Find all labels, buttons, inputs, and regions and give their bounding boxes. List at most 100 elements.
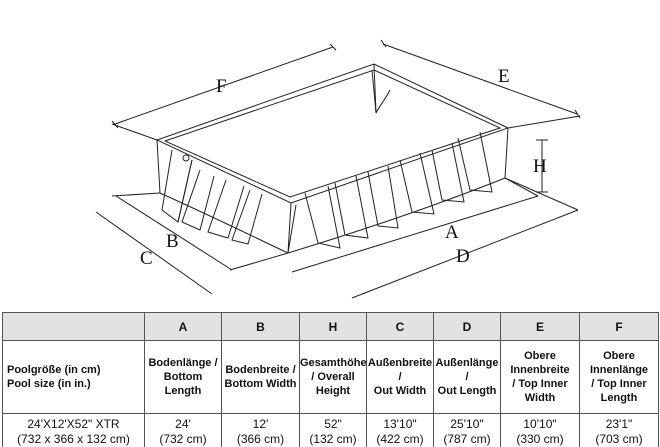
desc-a-line: Bottom Length — [163, 371, 203, 397]
value-a-line: 24' — [175, 416, 191, 431]
pool-leg — [177, 159, 193, 223]
value-c-line: 13'10" — [383, 416, 417, 431]
data-cell-b: 12' (366 cm) — [221, 413, 300, 447]
value-b-line: 12' — [252, 416, 269, 431]
desc-c-line: Außenbreite / — [367, 357, 433, 383]
pool-rim-outer — [155, 63, 510, 204]
desc-c-line: Out Width — [373, 385, 427, 397]
dim-tick-f — [111, 120, 119, 129]
data-cell-a: 24' (732 cm) — [144, 413, 222, 447]
header-cell-d: D — [433, 312, 501, 341]
pool-leg — [231, 189, 263, 245]
pool-wall-back — [375, 89, 391, 114]
value-f-line: 23'1" — [605, 416, 633, 431]
desc-size-line: Pool size (in in.) — [7, 378, 91, 390]
desc-h-line: Gesamthöhe — [300, 357, 367, 369]
pool-rim-inner — [163, 69, 502, 198]
value-f-line: (703 cm) — [595, 431, 643, 446]
desc-size-line: Poolgröße (in cm) — [7, 364, 101, 376]
dim-label-b: B — [166, 231, 179, 252]
desc-cell-b: Bodenbreite / Bottom Width — [221, 340, 300, 414]
desc-cell-d: Außenlänge / Out Length — [433, 340, 501, 414]
size-line: (732 x 366 x 132 cm) — [17, 431, 130, 446]
desc-d-line: Out Length — [437, 385, 497, 397]
pool-post — [504, 127, 509, 179]
size-line: 24'X12'X52" XTR — [27, 416, 120, 431]
pool-wall-seam — [287, 204, 297, 254]
desc-e-line: Obere — [524, 350, 556, 362]
desc-e-line: Innenbreite — [510, 364, 570, 376]
desc-cell-size: Poolgröße (in cm) Pool size (in in.) — [2, 340, 145, 414]
table-row: 24'X12'X52" XTR (732 x 366 x 132 cm) 24'… — [2, 413, 659, 447]
dim-tick-f — [329, 43, 337, 51]
desc-d-line: Außenlänge / — [435, 357, 499, 383]
header-cell-b: B — [221, 312, 300, 341]
pool-leg — [457, 131, 493, 193]
header-cell-empty — [2, 312, 145, 341]
header-cell-e: E — [500, 312, 580, 341]
desc-cell-e: Obere Innenbreite / Top Inner Width — [500, 340, 580, 414]
pool-wall-seam — [371, 69, 377, 114]
pool-leg — [367, 165, 399, 229]
desc-e-line: / Top Inner — [512, 378, 568, 390]
header-cell-a: A — [144, 312, 222, 341]
pool-spec-table: A B H C D E F Poolgröße (in cm) Pool siz… — [2, 312, 659, 447]
header-cell-c: C — [366, 312, 434, 341]
header-cell-h: H — [299, 312, 367, 341]
desc-f-line: Obere — [603, 350, 635, 362]
value-d-line: (787 cm) — [443, 431, 491, 446]
value-h-line: (132 cm) — [309, 431, 357, 446]
pool-post — [287, 202, 292, 254]
value-e-line: (330 cm) — [516, 431, 564, 446]
data-cell-h: 52" (132 cm) — [299, 413, 367, 447]
dim-label-d: D — [456, 246, 470, 267]
dim-label-h: H — [533, 156, 547, 177]
dim-line-f — [114, 46, 334, 125]
dim-line-e — [382, 43, 578, 115]
dim-line-a — [291, 195, 539, 273]
desc-cell-f: Obere Innenlänge / Top Inner Length — [579, 340, 659, 414]
data-cell-d: 25'10" (787 cm) — [433, 413, 501, 447]
desc-h-line: / Overall — [311, 371, 355, 383]
dim-line-d — [351, 209, 579, 299]
pool-leg — [334, 175, 369, 239]
dim-line-b — [115, 195, 233, 271]
desc-h-line: Height — [315, 385, 351, 397]
pool-valve — [182, 154, 190, 162]
table-header-row: A B H C D E F — [2, 312, 659, 341]
desc-cell-a: Bodenlänge / Bottom Length — [144, 340, 222, 414]
pool-drawing: F E H B C A D — [95, 39, 581, 299]
dim-ext-line — [504, 177, 539, 197]
header-cell-f: F — [579, 312, 659, 341]
desc-f-line: Innenlänge — [589, 364, 649, 376]
dim-ext-line — [111, 192, 161, 197]
desc-f-line: / Top Inner — [591, 378, 647, 390]
desc-e-line: Width — [524, 392, 556, 404]
table-description-row: Poolgröße (in cm) Pool size (in in.) Bod… — [2, 340, 659, 414]
pool-leg — [431, 142, 465, 203]
pool-leg — [207, 179, 245, 239]
pool-leg — [181, 169, 215, 231]
data-cell-e: 10'10" (330 cm) — [500, 413, 580, 447]
dim-ext-line — [507, 115, 581, 129]
desc-cell-c: Außenbreite / Out Width — [366, 340, 434, 414]
value-d-line: 25'10" — [450, 416, 484, 431]
desc-cell-h: Gesamthöhe / Overall Height — [299, 340, 367, 414]
dim-ext-line — [504, 177, 579, 211]
dim-ext-line — [111, 123, 158, 141]
data-cell-c: 13'10" (422 cm) — [366, 413, 434, 447]
value-a-line: (732 cm) — [159, 431, 207, 446]
desc-a-line: Bodenlänge / — [148, 357, 218, 369]
dim-label-f: F — [216, 76, 227, 97]
pool-dimension-diagram: F E H B C A D — [95, 39, 581, 299]
dim-ext-line — [229, 252, 289, 271]
value-e-line: 10'10" — [523, 416, 557, 431]
value-c-line: (422 cm) — [376, 431, 424, 446]
dim-label-c: C — [140, 248, 153, 269]
data-cell-f: 23'1" (703 cm) — [579, 413, 659, 447]
dim-tick-e — [380, 39, 387, 48]
desc-b-line: Bottom Width — [224, 378, 297, 390]
pool-wall-front — [159, 192, 289, 254]
dim-line-c — [95, 211, 213, 295]
value-b-line: (366 cm) — [236, 431, 285, 446]
